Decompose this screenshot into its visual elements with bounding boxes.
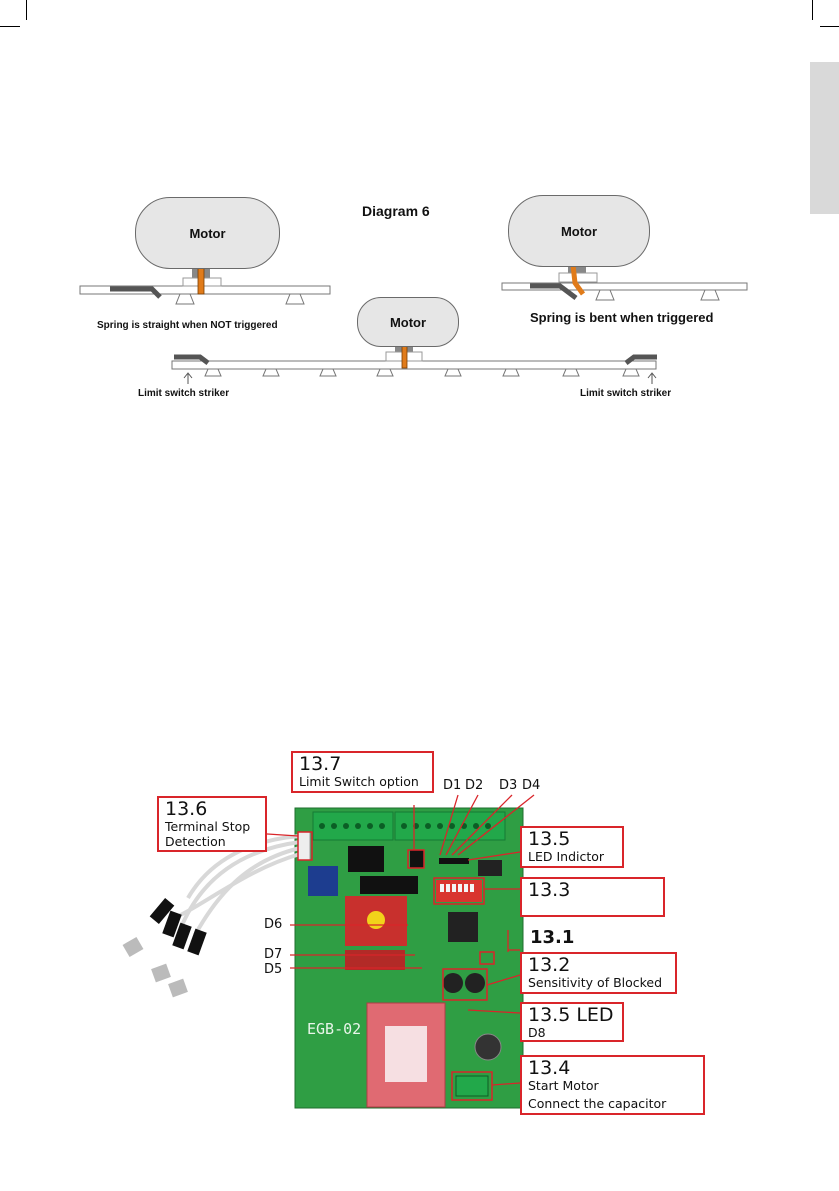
diagram-drawing [79, 263, 748, 384]
diagram-title: Diagram 6 [362, 203, 430, 219]
capacitor [474, 1033, 502, 1061]
motor-center: Motor [357, 297, 459, 347]
wire-harness [169, 834, 301, 936]
potentiometer-2 [465, 973, 485, 993]
callout-13-6: 13.6 Terminal Stop Detection [157, 796, 267, 852]
callout-13-7: 13.7 Limit Switch option [291, 751, 434, 793]
led-label-d1: D1 [443, 778, 462, 793]
crop-mark-horizontal [0, 26, 20, 27]
callout-text: Limit Switch option [299, 774, 419, 789]
callout-number: 13.5 [528, 828, 571, 850]
callout-text: Sensitivity of Blocked [528, 975, 663, 990]
callout-number: 13.5 LED [528, 1004, 614, 1026]
callout-number: 13.7 [299, 753, 342, 775]
callout-text-line-2: Detection [165, 834, 226, 849]
callout-text: D8 [528, 1025, 546, 1040]
wire-terminals [149, 897, 207, 956]
callout-13-5-led: 13.5 LED D8 [520, 1002, 624, 1042]
led-label-d3: D3 [499, 778, 518, 793]
caption-spring-bent: Spring is bent when triggered [530, 310, 714, 325]
callout-number: 13.2 [528, 954, 571, 976]
callout-number: 13.3 [528, 879, 571, 901]
potentiometer-1 [443, 973, 463, 993]
relay-3 [345, 950, 405, 970]
led-label-d4: D4 [522, 778, 541, 793]
crop-mark-horizontal-right [820, 26, 839, 27]
caption-spring-straight: Spring is straight when NOT triggered [97, 320, 278, 331]
motor-right: Motor [508, 195, 650, 267]
leader-lines [236, 794, 535, 1086]
led-label-d7: D7 [264, 947, 283, 962]
callout-13-5: 13.5 LED Indictor [520, 826, 624, 868]
label-striker-right: Limit switch striker [580, 388, 672, 399]
crop-mark-vertical [26, 0, 27, 20]
left-rail [79, 267, 331, 305]
callout-13-3: 13.3 [520, 877, 665, 917]
motor-label: Motor [389, 314, 427, 330]
motor-label: Motor [189, 225, 226, 241]
transformer [366, 1002, 446, 1108]
callout-13-2: 13.2 Sensitivity of Blocked [520, 952, 677, 994]
callout-text-line-1: Terminal Stop [165, 819, 251, 834]
led-label-d2: D2 [465, 778, 484, 793]
bottom-rail [171, 342, 657, 384]
right-rail [501, 263, 748, 301]
relay-1 [308, 866, 338, 896]
start-motor-connector [455, 1075, 489, 1097]
power-switch [348, 846, 384, 872]
callout-text-line-1: Start Motor [528, 1078, 599, 1093]
callout-13-1: 13.1 [530, 927, 575, 948]
callout-text: LED Indictor [528, 849, 605, 864]
crop-mark-vertical-right [812, 0, 813, 20]
motor-label: Motor [560, 223, 598, 239]
led-label-d5: D5 [264, 962, 283, 977]
callout-text-line-2: Connect the capacitor [528, 1096, 667, 1111]
board-model-label: EGB-02 [307, 1020, 362, 1038]
callout-number: 13.4 [528, 1057, 571, 1079]
motor-left: Motor [135, 197, 280, 269]
led-label-d6: D6 [264, 917, 283, 932]
callout-number: 13.6 [165, 798, 208, 820]
language-side-tab [810, 62, 839, 214]
callout-13-4: 13.4 Start Motor Connect the capacitor [520, 1055, 705, 1115]
label-striker-left: Limit switch striker [138, 388, 230, 399]
